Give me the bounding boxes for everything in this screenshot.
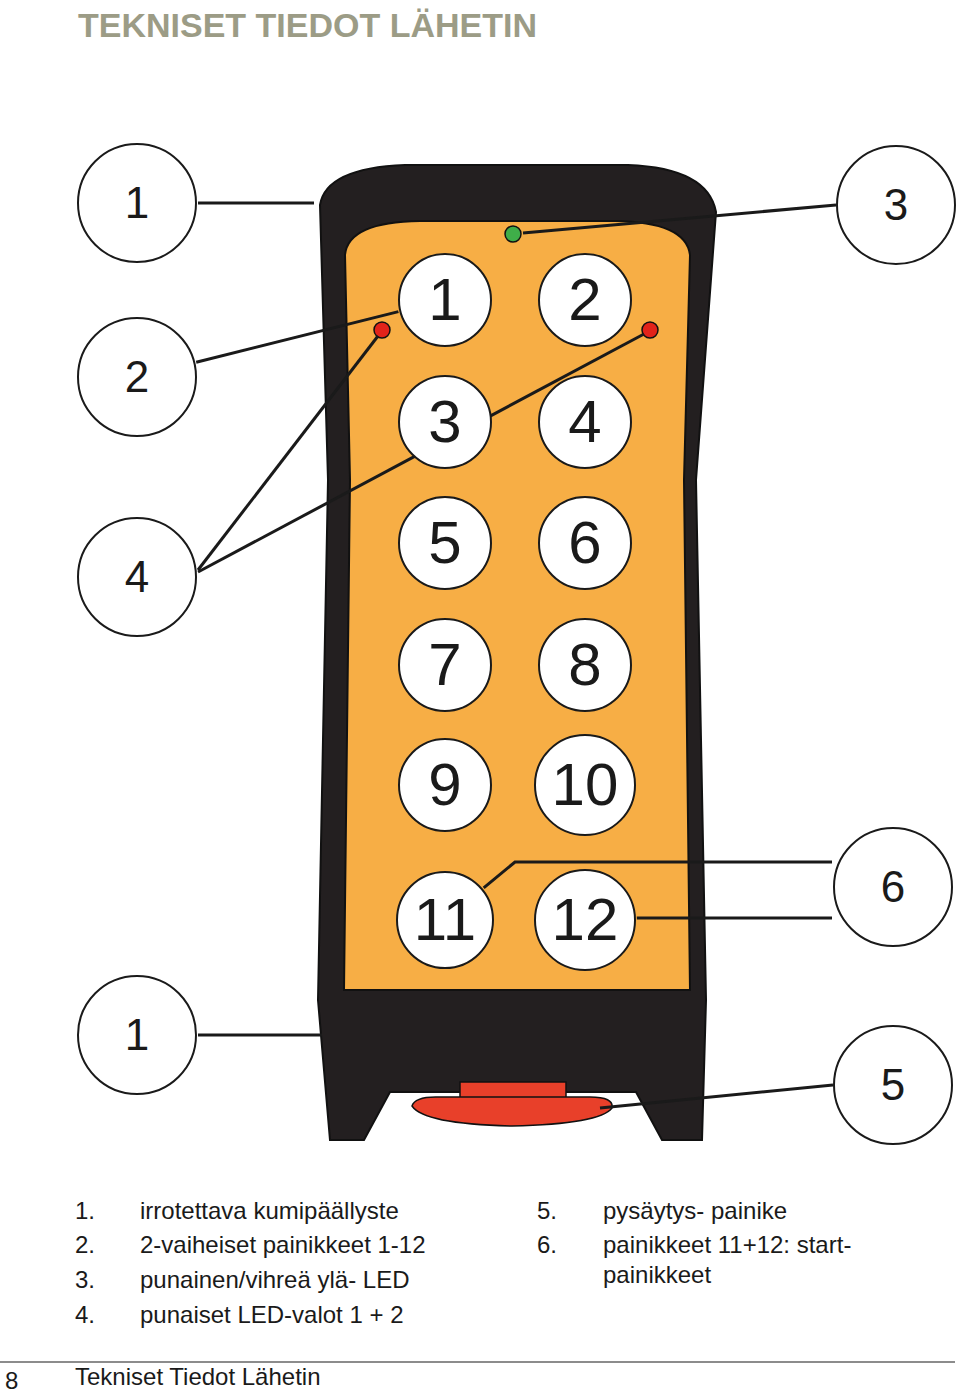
callout-number: 1 bbox=[77, 143, 197, 263]
list-number: 2. bbox=[75, 1230, 95, 1260]
button: 10 bbox=[534, 734, 636, 836]
callout-label: 1 bbox=[125, 181, 149, 225]
status-led bbox=[505, 226, 521, 242]
button: 6 bbox=[538, 496, 632, 590]
button: 12 bbox=[534, 869, 636, 971]
button-number: 4 bbox=[568, 392, 601, 452]
callout-number: 3 bbox=[836, 145, 956, 265]
list-text: irrotettava kumipäällyste bbox=[140, 1196, 399, 1226]
leader-line bbox=[600, 1085, 833, 1108]
callout-label: 1 bbox=[125, 1013, 149, 1057]
button-number: 11 bbox=[414, 890, 476, 950]
callout-label: 4 bbox=[125, 555, 149, 599]
button-number: 9 bbox=[428, 755, 461, 815]
list-text: punaiset LED-valot 1 + 2 bbox=[140, 1300, 404, 1330]
footer-text: 8 bbox=[5, 1366, 18, 1394]
callout-label: 5 bbox=[881, 1063, 905, 1107]
red-led bbox=[374, 322, 390, 338]
leader-line bbox=[198, 336, 378, 570]
button-number: 1 bbox=[428, 270, 461, 330]
button: 8 bbox=[538, 618, 632, 712]
leader-line bbox=[198, 1034, 322, 1037]
list-number: 4. bbox=[75, 1300, 95, 1330]
button-number: 5 bbox=[428, 513, 461, 573]
leader-line bbox=[484, 862, 832, 888]
rubber-cover bbox=[318, 165, 716, 1140]
button-number: 2 bbox=[568, 270, 601, 330]
button-number: 10 bbox=[552, 755, 619, 815]
button: 7 bbox=[398, 618, 492, 712]
button: 2 bbox=[538, 253, 632, 347]
button: 3 bbox=[398, 375, 492, 469]
list-number: 5. bbox=[537, 1196, 557, 1226]
callout-number: 1 bbox=[77, 975, 197, 1095]
callout-number: 6 bbox=[833, 827, 953, 947]
list-number: 1. bbox=[75, 1196, 95, 1226]
button-number: 8 bbox=[568, 635, 601, 695]
callout-number: 5 bbox=[833, 1025, 953, 1145]
red-led bbox=[642, 322, 658, 338]
button: 9 bbox=[398, 738, 492, 832]
button: 5 bbox=[398, 496, 492, 590]
leader-line bbox=[523, 205, 836, 233]
button-number: 7 bbox=[428, 635, 461, 695]
stop-button-base bbox=[460, 1082, 566, 1098]
list-number: 6. bbox=[537, 1230, 557, 1260]
footer-text: Tekniset Tiedot Lähetin bbox=[75, 1362, 321, 1392]
list-text: 2-vaiheiset painikkeet 1-12 bbox=[140, 1230, 426, 1260]
footer-rule bbox=[0, 1361, 955, 1362]
list-text: punainen/vihreä ylä- LED bbox=[140, 1265, 410, 1295]
callout-label: 2 bbox=[125, 355, 149, 399]
callout-number: 2 bbox=[77, 317, 197, 437]
callout-label: 3 bbox=[884, 183, 908, 227]
stop-button bbox=[412, 1097, 612, 1126]
page-title: TEKNISET TIEDOT LÄHETIN bbox=[78, 6, 537, 45]
leader-line bbox=[637, 917, 832, 920]
button: 4 bbox=[538, 375, 632, 469]
list-text: pysäytys- painike bbox=[603, 1196, 787, 1226]
leader-line bbox=[196, 312, 398, 363]
list-text: painikkeet 11+12: start- painikkeet bbox=[603, 1230, 895, 1290]
list-number: 3. bbox=[75, 1265, 95, 1295]
button: 1 bbox=[398, 253, 492, 347]
callout-number: 4 bbox=[77, 517, 197, 637]
callout-label: 6 bbox=[881, 865, 905, 909]
button-number: 12 bbox=[552, 890, 619, 950]
button: 11 bbox=[396, 871, 494, 969]
leader-line bbox=[198, 202, 314, 205]
button-number: 6 bbox=[568, 513, 601, 573]
button-number: 3 bbox=[428, 392, 461, 452]
